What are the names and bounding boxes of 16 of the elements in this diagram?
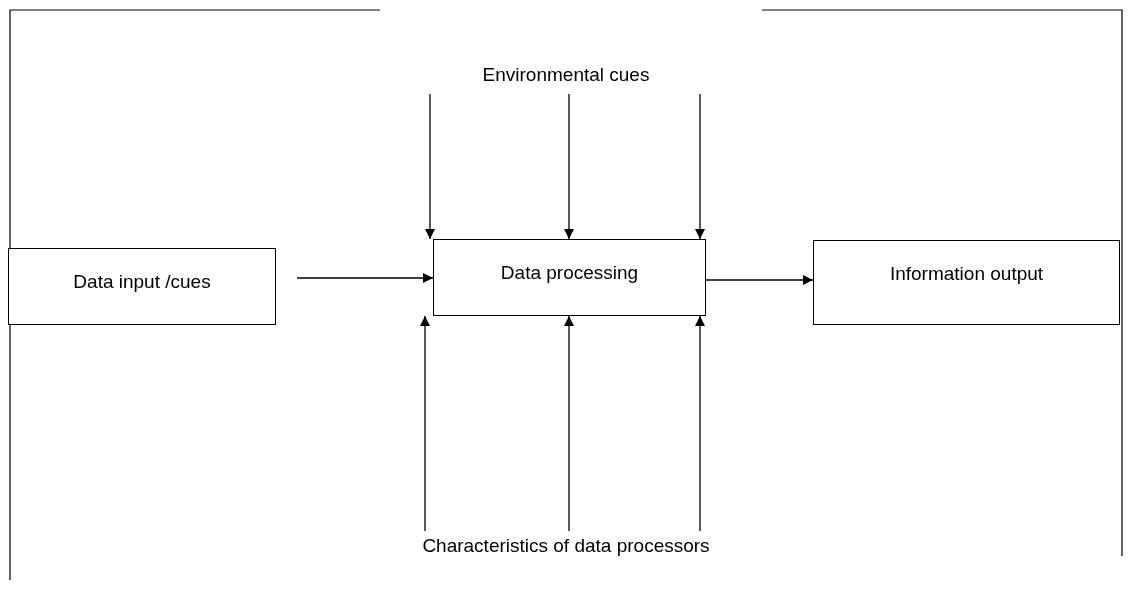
arrow — [564, 315, 574, 532]
node-label: Data input /cues — [73, 271, 211, 293]
arrow — [564, 93, 574, 240]
process-box — [8, 248, 276, 325]
arrow — [695, 315, 705, 532]
node-label: Environmental cues — [482, 64, 650, 86]
node-label: Data processing — [500, 262, 639, 284]
process-box — [813, 240, 1120, 325]
arrow — [705, 275, 814, 285]
arrow — [296, 273, 434, 283]
node-label: Characteristics of data processors — [422, 535, 710, 557]
node-label: Information output — [889, 263, 1044, 285]
arrow — [425, 93, 435, 240]
arrow — [420, 315, 430, 532]
arrow — [695, 93, 705, 240]
process-box — [433, 239, 706, 316]
